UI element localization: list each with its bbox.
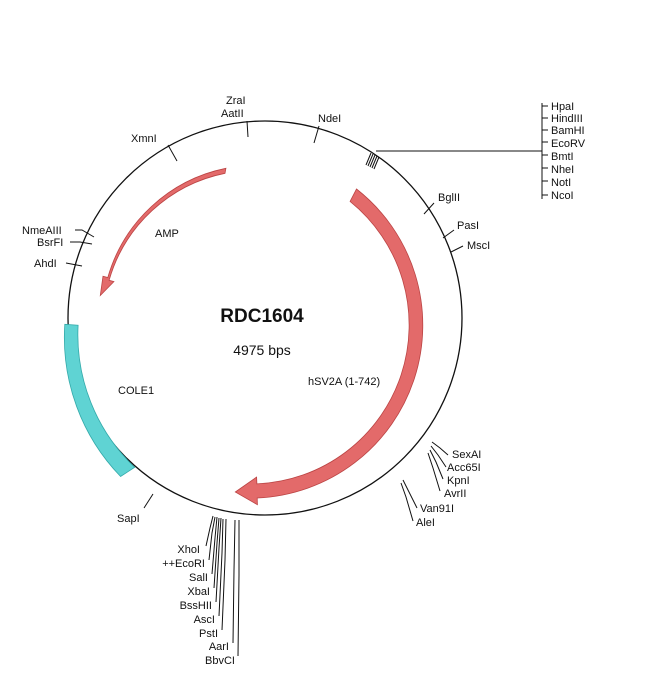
site-noti: NotI xyxy=(551,177,571,189)
ndei-tick xyxy=(313,125,320,144)
bglii-tick xyxy=(423,202,435,215)
asci-tick xyxy=(218,518,224,617)
site-bbvci: BbvCI xyxy=(205,655,235,667)
site-sapi: SapI xyxy=(117,513,140,525)
site-kpni: KpnI xyxy=(447,475,470,487)
mcs-top-hatch-3 xyxy=(369,154,376,168)
acc65i-tick xyxy=(430,445,447,468)
site-zrai: ZraI xyxy=(226,95,246,107)
plasmid-size: 4975 bps xyxy=(233,342,291,358)
site-aari: AarI xyxy=(209,641,229,653)
sapi-tick xyxy=(143,493,154,509)
site-xbai: XbaI xyxy=(187,586,210,598)
nmeaiii-tick xyxy=(75,229,95,238)
pasi-tick xyxy=(442,229,455,239)
alei-tick xyxy=(400,482,414,522)
site-ahdi: AhdI xyxy=(34,258,57,270)
ecori-tick xyxy=(208,516,216,561)
site-ndei: NdeI xyxy=(318,113,341,125)
site-pasi: PasI xyxy=(457,220,479,232)
site-avrii: AvrII xyxy=(444,488,466,500)
site-nhei: NheI xyxy=(551,164,574,176)
site-acc65i: Acc65I xyxy=(447,462,481,474)
mcs-top-hatch-5 xyxy=(373,156,380,170)
site-hindiii: HindIII xyxy=(551,113,583,125)
site-ecorv: EcoRV xyxy=(551,138,586,150)
site-bamhi: BamHI xyxy=(551,125,585,137)
bsshii-tick xyxy=(215,517,222,603)
amp-feature-arc[interactable] xyxy=(99,167,227,297)
psti-tick xyxy=(221,518,227,631)
xbai-tick xyxy=(213,517,220,589)
hsv2a-label: hSV2A (1-742) xyxy=(308,376,380,388)
site-asci: AscI xyxy=(194,614,215,626)
msci-tick xyxy=(450,245,464,253)
site-xmni: XmnI xyxy=(131,133,157,145)
site-sali: SalI xyxy=(189,572,208,584)
site-van91i: Van91I xyxy=(420,503,454,515)
mcs-top-hatch-2 xyxy=(367,153,374,167)
site-nmeaiii: NmeAIII xyxy=(22,225,62,237)
kpni-tick xyxy=(429,449,444,480)
xmni-tick xyxy=(167,144,178,162)
sexai-tick xyxy=(431,441,449,456)
mcs-top-hatch-4 xyxy=(371,155,378,169)
amp-label: AMP xyxy=(155,228,179,240)
site-bmti: BmtI xyxy=(551,151,574,163)
bbvci-tick xyxy=(237,520,240,657)
cole1-label: COLE1 xyxy=(118,385,154,397)
xhoi-tick xyxy=(205,515,214,547)
zrai-tick xyxy=(246,120,249,138)
site-msci: MscI xyxy=(467,240,490,252)
site-aatii: AatII xyxy=(221,108,244,120)
site-bglii: BglII xyxy=(438,192,460,204)
mcs-top-hatch-1 xyxy=(365,152,372,166)
site-hpai: HpaI xyxy=(551,101,574,113)
hsv2a-feature-arc[interactable] xyxy=(234,188,424,506)
site-sexai: SexAI xyxy=(452,449,481,461)
ahdi-tick xyxy=(65,262,83,267)
plasmid-name: RDC1604 xyxy=(220,306,304,327)
site-bsshii: BssHII xyxy=(180,600,212,612)
site-bsrfi: BsrFI xyxy=(37,237,63,249)
aari-tick xyxy=(232,519,236,644)
site-ecori: ++EcoRI xyxy=(162,558,205,570)
plasmid-backbone xyxy=(67,120,463,516)
site-ncoi: NcoI xyxy=(551,190,574,202)
bsrfi-tick xyxy=(70,241,93,245)
van91i-tick xyxy=(402,479,418,509)
sali-tick xyxy=(211,516,218,575)
cole1-feature-arc[interactable] xyxy=(63,323,136,478)
site-xhoi: XhoI xyxy=(177,544,200,556)
site-alei: AleI xyxy=(416,517,435,529)
avrii-tick xyxy=(427,452,441,492)
site-psti: PstI xyxy=(199,628,218,640)
